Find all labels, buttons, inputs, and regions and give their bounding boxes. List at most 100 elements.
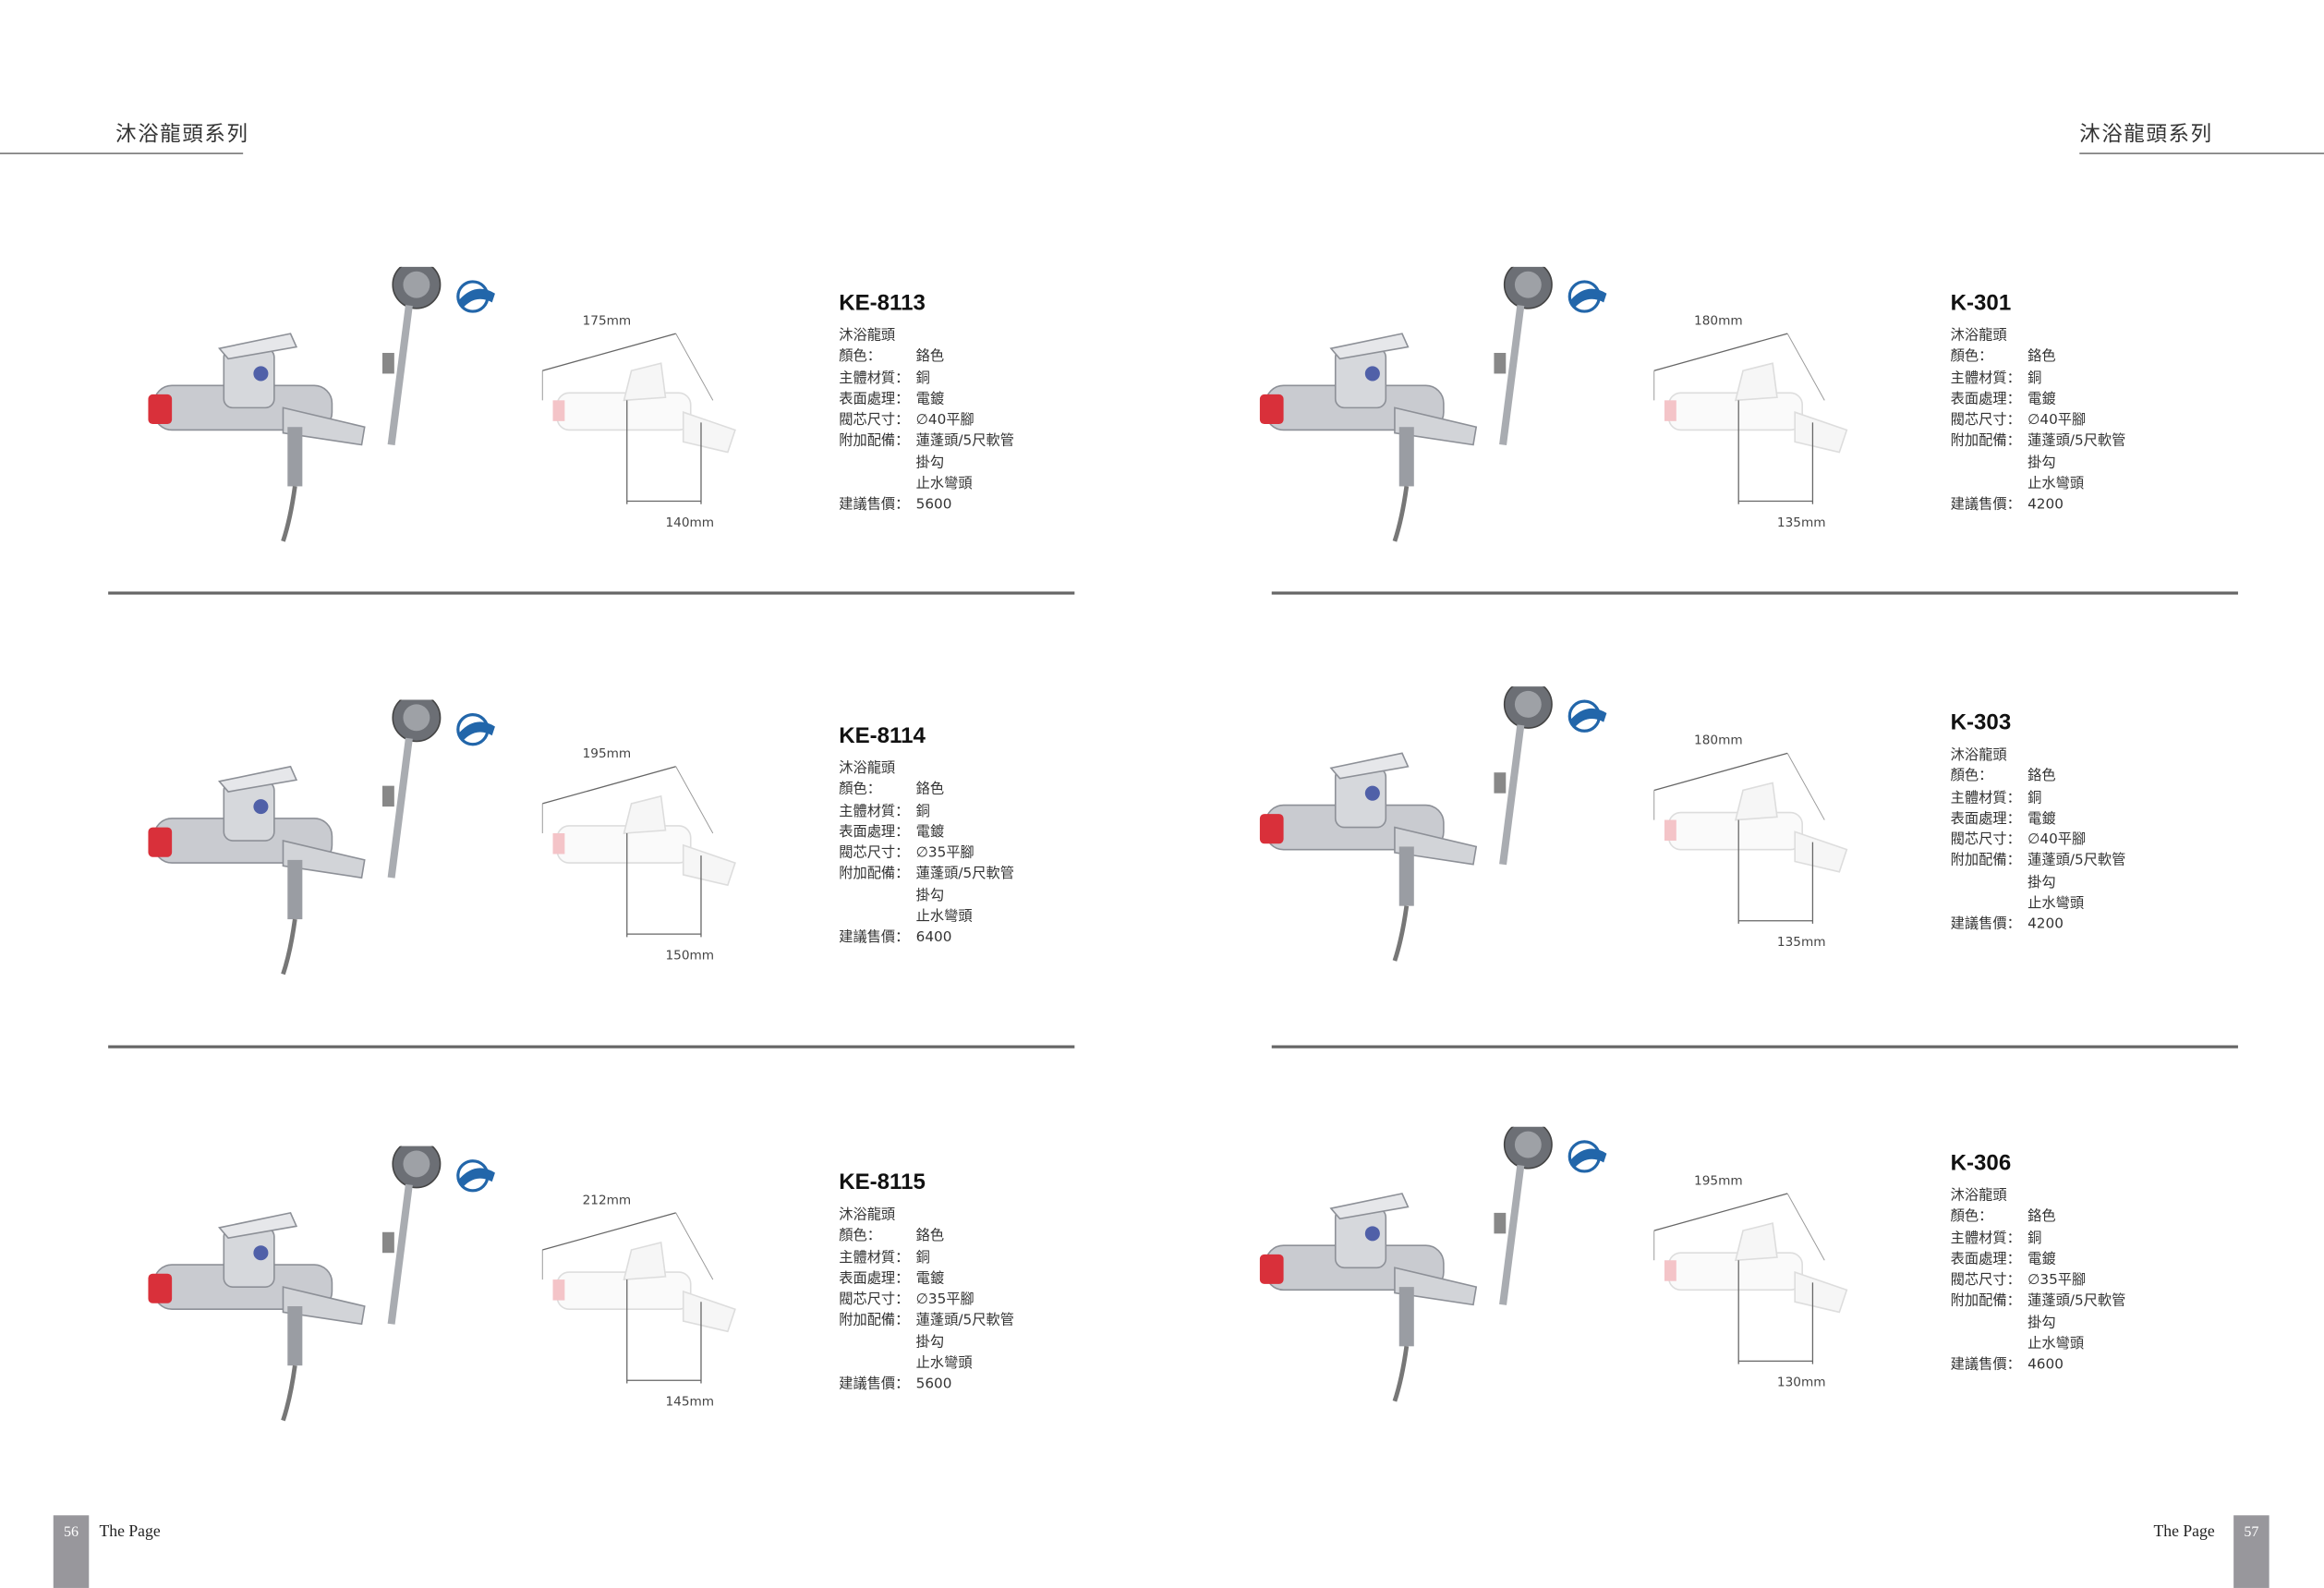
spec-label: 閥芯尺寸： — [1950, 831, 2021, 849]
spec-finish: 電鍍 — [915, 1270, 945, 1287]
divider — [1271, 1045, 2238, 1049]
spec-label: 主體材質： — [1950, 789, 2021, 806]
left-page-header: 沐浴龍頭系列 — [115, 123, 249, 147]
spec-finish: 電鍍 — [915, 391, 945, 408]
spec-label: 表面處理： — [1950, 391, 2021, 408]
product-model: K-303 — [1950, 709, 2012, 736]
spec-price: 6400 — [915, 929, 952, 947]
dimension-depth: 150mm — [665, 949, 715, 964]
spec-label: 顏色： — [1950, 768, 1993, 785]
spec-label: 附加配備： — [839, 867, 910, 883]
faucet-photo — [148, 765, 366, 976]
spec-label: 建議售價： — [1950, 916, 2021, 934]
spec-material: 銅 — [915, 803, 930, 819]
spec-label: 顏色： — [1950, 1208, 1993, 1226]
dimension-width: 180mm — [1694, 314, 1743, 330]
product-model: K-301 — [1950, 290, 2012, 316]
product-model: KE-8115 — [839, 1170, 926, 1195]
spec-accessory: 止水彎頭 — [915, 908, 973, 926]
spec-type: 沐浴龍頭 — [1950, 1187, 2007, 1205]
spec-material: 銅 — [915, 1249, 930, 1267]
spec-accessory: 掛勾 — [2027, 1315, 2056, 1331]
spec-label: 表面處理： — [839, 824, 910, 841]
product-specs: 沐浴龍頭 顏色：鉻色 主體材質：銅 表面處理：電鍍 閥芯尺寸：∅40平腳 附加配… — [1951, 746, 2126, 937]
product-photo — [142, 693, 513, 982]
spec-cartridge: ∅35平腳 — [915, 845, 974, 862]
spec-finish: 電鍍 — [2027, 810, 2056, 828]
spec-label: 附加配備： — [1950, 853, 2021, 870]
spec-accessory: 蓮蓬頭/5尺軟管 — [2027, 433, 2126, 451]
spec-label: 顏色： — [839, 1228, 881, 1245]
spec-type: 沐浴龍頭 — [839, 1206, 896, 1224]
footer-label-left: The Page — [99, 1522, 161, 1541]
product-card: 212mm 145mm KE-8115 沐浴龍頭 顏色：鉻色 主體材質：銅 表面… — [142, 1139, 1120, 1428]
dimension-depth: 140mm — [665, 515, 715, 531]
spec-accessory: 止水彎頭 — [2027, 1336, 2085, 1352]
spec-label: 閥芯尺寸： — [839, 845, 910, 862]
spec-label: 建議售價： — [1950, 497, 2021, 514]
dimension-drawing: 195mm 130mm — [1647, 1171, 1870, 1409]
spec-color: 鉻色 — [2027, 768, 2056, 785]
spec-label: 主體材質： — [1950, 1230, 2021, 1247]
spec-label: 建議售價： — [1950, 1357, 2021, 1374]
spec-price: 4200 — [2027, 497, 2064, 514]
product-card: 195mm 130mm K-306 沐浴龍頭 顏色：鉻色 主體材質：銅 表面處理… — [1253, 1120, 2232, 1409]
spec-label: 主體材質： — [839, 803, 910, 819]
dimension-depth: 135mm — [1776, 515, 1826, 531]
spec-material: 銅 — [2027, 1230, 2042, 1247]
spec-price: 4200 — [2027, 916, 2064, 934]
spec-label: 表面處理： — [1950, 810, 2021, 828]
spec-label: 建議售價： — [839, 929, 910, 947]
faucet-photo — [148, 1211, 366, 1422]
spec-finish: 電鍍 — [915, 824, 945, 841]
spec-finish: 電鍍 — [2027, 391, 2056, 408]
shower-head-photo — [381, 1139, 442, 1325]
product-specs: 沐浴龍頭 顏色：鉻色 主體材質：銅 表面處理：電鍍 閥芯尺寸：∅35平腳 附加配… — [1951, 1186, 2126, 1377]
spec-label: 顏色： — [1950, 348, 1993, 366]
spec-label: 附加配備： — [839, 1313, 910, 1329]
spec-label: 表面處理： — [839, 391, 910, 408]
shower-head-photo — [381, 260, 442, 446]
product-photo — [1253, 679, 1624, 968]
spec-accessory: 掛勾 — [915, 1334, 945, 1351]
spec-accessory: 掛勾 — [2027, 874, 2056, 891]
product-specs: 沐浴龍頭 顏色：鉻色 主體材質：銅 表面處理：電鍍 閥芯尺寸：∅35平腳 附加配… — [839, 1206, 1014, 1397]
spec-label: 閥芯尺寸： — [1950, 412, 2021, 430]
spec-label: 閥芯尺寸： — [1950, 1272, 2021, 1290]
right-header-rule — [2079, 152, 2324, 154]
faucet-photo — [1259, 1193, 1478, 1402]
spec-cartridge: ∅40平腳 — [2027, 412, 2087, 430]
faucet-photo — [1259, 333, 1478, 542]
dimension-depth: 135mm — [1776, 935, 1826, 951]
spec-cartridge: ∅35平腳 — [2027, 1272, 2087, 1290]
spec-color: 鉻色 — [915, 348, 945, 366]
footer-label-right: The Page — [2153, 1522, 2215, 1541]
dimension-drawing: 175mm 140mm — [535, 311, 757, 549]
left-header-rule — [0, 152, 244, 154]
spec-label: 附加配備： — [839, 433, 910, 451]
product-specs: 沐浴龍頭 顏色：鉻色 主體材質：銅 表面處理：電鍍 閥芯尺寸：∅35平腳 附加配… — [839, 759, 1014, 951]
faucet-photo — [1259, 752, 1478, 962]
spec-label: 顏色： — [839, 782, 881, 798]
brand-logo-icon — [1567, 699, 1607, 733]
spec-label: 表面處理： — [1950, 1251, 2021, 1268]
spec-price: 4600 — [2027, 1357, 2064, 1374]
shower-head-photo — [381, 693, 442, 879]
dimension-drawing: 180mm 135mm — [1647, 731, 1870, 968]
page-number-left: 56 — [53, 1515, 90, 1588]
spec-price: 5600 — [915, 1376, 952, 1393]
spec-material: 銅 — [2027, 370, 2042, 387]
spec-color: 鉻色 — [915, 1228, 945, 1245]
product-photo — [142, 1139, 513, 1428]
shower-head-photo — [1494, 1120, 1553, 1305]
spec-label: 表面處理： — [839, 1270, 910, 1287]
shower-head-photo — [1494, 679, 1553, 866]
spec-color: 鉻色 — [2027, 348, 2056, 366]
spec-price: 5600 — [915, 497, 952, 514]
divider — [1271, 591, 2238, 595]
spec-cartridge: ∅40平腳 — [915, 412, 974, 430]
brand-logo-icon — [456, 713, 495, 746]
spec-label: 閥芯尺寸： — [839, 1291, 910, 1308]
divider — [108, 591, 1075, 595]
spec-accessory: 蓮蓬頭/5尺軟管 — [915, 1313, 1014, 1329]
